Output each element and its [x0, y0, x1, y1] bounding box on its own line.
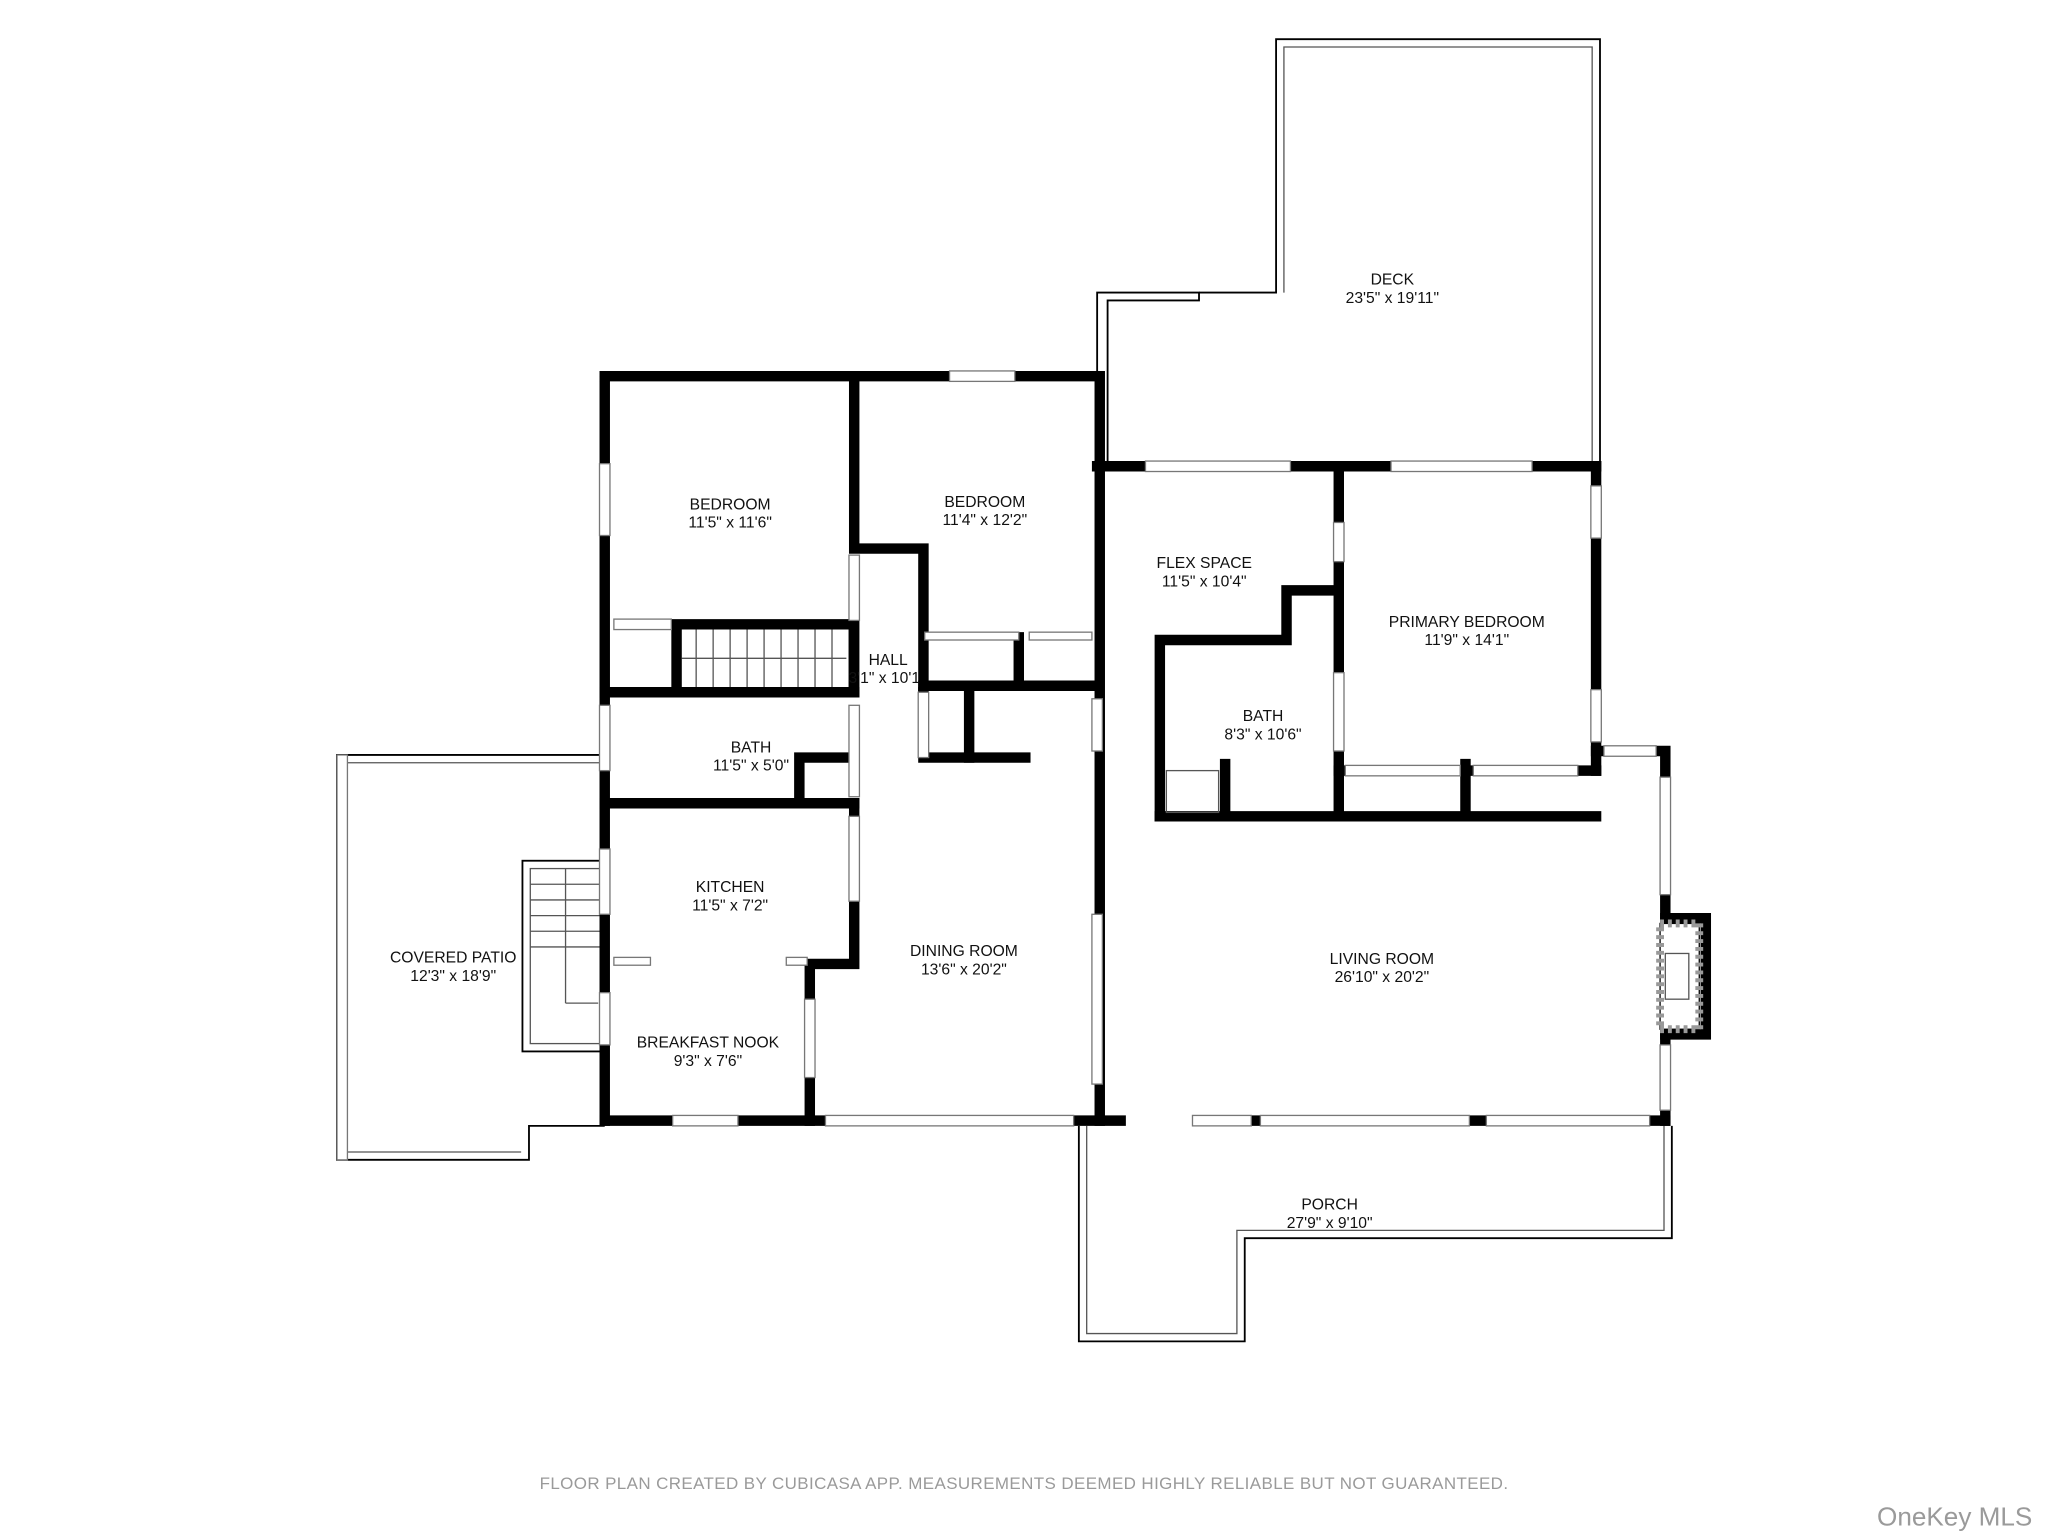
svg-text:8'3" x 10'6": 8'3" x 10'6" [1224, 726, 1301, 743]
svg-text:BATH: BATH [731, 739, 772, 756]
patio-outline [336, 754, 605, 1161]
windows [598, 370, 1672, 1127]
patio-stairs [521, 859, 602, 1053]
svg-text:BEDROOM: BEDROOM [690, 496, 771, 513]
svg-text:11'5" x 7'2": 11'5" x 7'2" [692, 897, 768, 914]
svg-text:23'5" x 19'11": 23'5" x 19'11" [1346, 290, 1439, 307]
room-label-bath-1: BATH 11'5" x 5'0" [713, 739, 789, 774]
svg-text:BATH: BATH [1243, 708, 1284, 725]
svg-text:11'5" x 11'6": 11'5" x 11'6" [688, 515, 772, 532]
svg-text:3'1" x 10'1: 3'1" x 10'1 [848, 670, 920, 687]
svg-text:HALL: HALL [869, 652, 908, 669]
room-label-bedroom-1: BEDROOM 11'5" x 11'6" [688, 496, 772, 531]
disclaimer-footer: FLOOR PLAN CREATED BY CUBICASA APP. MEAS… [540, 1474, 1509, 1493]
room-label-bath-2: BATH 8'3" x 10'6" [1224, 708, 1301, 743]
room-label-flex-space: FLEX SPACE 11'5" x 10'4" [1157, 555, 1252, 590]
svg-text:PRIMARY BEDROOM: PRIMARY BEDROOM [1389, 614, 1545, 631]
deck-outline [1096, 38, 1601, 467]
svg-text:COVERED PATIO: COVERED PATIO [390, 950, 516, 967]
room-label-primary-bedroom: PRIMARY BEDROOM 11'9" x 14'1" [1389, 614, 1545, 649]
svg-text:9'3" x 7'6": 9'3" x 7'6" [674, 1053, 742, 1070]
room-label-porch: PORCH 27'9" x 9'10" [1287, 1196, 1373, 1231]
svg-text:DECK: DECK [1371, 272, 1415, 289]
svg-text:FLEX SPACE: FLEX SPACE [1157, 555, 1252, 572]
svg-text:11'5" x 10'4": 11'5" x 10'4" [1162, 573, 1247, 590]
svg-text:12'3" x 18'9": 12'3" x 18'9" [410, 968, 496, 985]
room-label-hall: HALL 3'1" x 10'1 [848, 652, 920, 687]
porch-outline [1077, 1125, 1673, 1343]
room-label-bedroom-2: BEDROOM 11'4" x 12'2" [942, 494, 1027, 529]
interior-stairs [678, 626, 850, 691]
svg-text:PORCH: PORCH [1301, 1196, 1358, 1213]
room-label-breakfast-nook: BREAKFAST NOOK 9'3" x 7'6" [637, 1035, 780, 1070]
room-label-kitchen: KITCHEN 11'5" x 7'2" [692, 879, 768, 914]
room-label-living-room: LIVING ROOM 26'10" x 20'2" [1330, 951, 1434, 986]
svg-text:11'5" x 5'0": 11'5" x 5'0" [713, 758, 789, 775]
svg-text:BREAKFAST NOOK: BREAKFAST NOOK [637, 1035, 780, 1052]
svg-text:26'10" x 20'2": 26'10" x 20'2" [1335, 969, 1430, 986]
svg-text:11'9" x 14'1": 11'9" x 14'1" [1424, 632, 1509, 649]
svg-text:11'4" x 12'2": 11'4" x 12'2" [942, 512, 1027, 529]
svg-text:KITCHEN: KITCHEN [696, 879, 765, 896]
watermark-logo: OneKey MLS [1877, 1502, 2032, 1532]
svg-text:13'6" x 20'2": 13'6" x 20'2" [921, 961, 1007, 978]
fireplace [1656, 919, 1704, 1034]
room-label-deck: DECK 23'5" x 19'11" [1346, 272, 1439, 307]
room-label-dining-room: DINING ROOM 13'6" x 20'2" [910, 943, 1018, 978]
svg-text:BEDROOM: BEDROOM [944, 494, 1025, 511]
svg-text:DINING ROOM: DINING ROOM [910, 943, 1018, 960]
room-label-covered-patio: COVERED PATIO 12'3" x 18'9" [390, 950, 516, 985]
svg-text:LIVING ROOM: LIVING ROOM [1330, 951, 1434, 968]
svg-text:27'9" x 9'10": 27'9" x 9'10" [1287, 1215, 1373, 1232]
